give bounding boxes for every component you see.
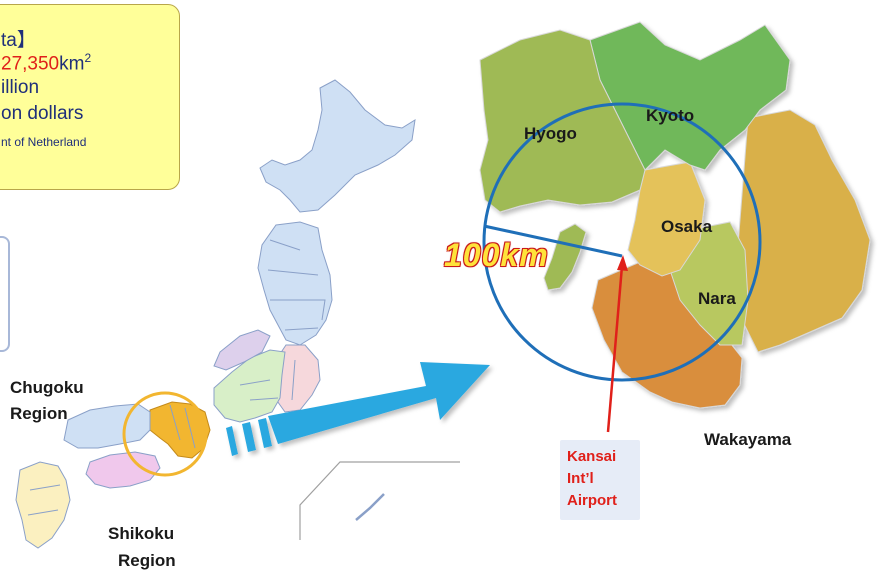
kinki-region: [149, 401, 211, 459]
wakayama-label: Wakayama: [704, 430, 792, 449]
shikoku-region: [85, 451, 161, 489]
chubu-region: [213, 349, 286, 423]
info-comparison: nt of Netherland: [1, 135, 87, 149]
area-unit: km: [59, 53, 85, 75]
area-value: 27,350: [1, 53, 60, 75]
hyogo-label: Hyogo: [524, 124, 577, 143]
kyoto-label: Kyoto: [646, 106, 695, 125]
osaka-label: Osaka: [661, 217, 713, 236]
info-area: 27,350km2: [1, 51, 91, 75]
zoom-arrow: [226, 362, 490, 456]
mie-region: [735, 109, 871, 353]
kinki-highlight-circle: [122, 391, 208, 477]
airport-line1: Kansai: [567, 448, 617, 465]
airport-label-box: Kansai Int’l Airport: [560, 440, 640, 520]
hyogo-prefecture: [479, 29, 646, 213]
info-title: ta】: [1, 30, 36, 51]
nara-label: Nara: [698, 289, 736, 308]
area-exponent: 2: [84, 51, 92, 65]
kansai-map: [479, 21, 871, 409]
shikoku-label-line2: Region: [118, 551, 176, 570]
airport-line2: Int’l: [567, 470, 594, 487]
radius-circle: [482, 102, 762, 382]
left-panel-fragment: [0, 236, 10, 352]
radius-line: [483, 224, 623, 258]
radius-label: 100km: [444, 237, 549, 273]
hokkaido-island: [259, 79, 416, 213]
okinawa-inset: [299, 461, 460, 540]
hokuriku-region: [213, 329, 271, 371]
airport-pointer: [606, 255, 628, 433]
chugoku-region: [63, 403, 151, 449]
kansai-data-box: ta】 27,350km2 illion on dollars nt of Ne…: [0, 4, 180, 190]
osaka-prefecture: [627, 161, 706, 277]
airport-line3: Airport: [567, 492, 617, 509]
tohoku-region: [257, 221, 333, 346]
chugoku-label-line2: Region: [10, 404, 68, 423]
info-population: illion: [1, 77, 40, 98]
shikoku-label-line1: Shikoku: [108, 524, 175, 543]
awaji-island: [543, 223, 587, 291]
chugoku-label-line1: Chugoku: [10, 378, 84, 397]
info-gdp: on dollars: [1, 103, 84, 124]
japan-map: [15, 79, 416, 549]
kyushu-region: [15, 461, 71, 549]
